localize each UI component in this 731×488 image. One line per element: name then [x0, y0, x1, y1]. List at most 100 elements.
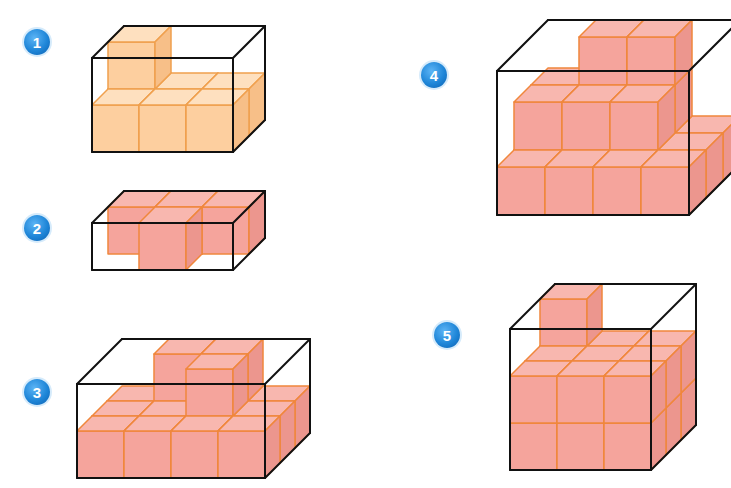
cube-box-figure	[77, 339, 310, 478]
box-edge	[497, 214, 689, 216]
box-edge	[77, 339, 122, 384]
callout-number: 2	[33, 221, 41, 236]
cube-box-figure	[92, 191, 265, 270]
box-edge	[689, 20, 731, 71]
box-edge	[264, 384, 266, 478]
box-edge	[496, 71, 498, 215]
box-edge	[233, 238, 265, 270]
box-edge	[91, 58, 93, 152]
box-edge	[509, 329, 511, 470]
unit-cube-face	[641, 167, 689, 215]
unit-cube-face	[579, 37, 627, 85]
box-edge	[92, 26, 124, 58]
unit-cube-face	[666, 346, 681, 408]
unit-cube-face	[265, 416, 280, 478]
unit-cube-face	[540, 299, 587, 346]
box-edge	[232, 223, 234, 270]
cube-box-figure	[497, 20, 731, 215]
unit-cube-face	[723, 116, 731, 181]
box-edge	[77, 383, 265, 385]
box-edge	[124, 25, 265, 27]
unit-cube-face	[651, 361, 666, 423]
callout-number: 4	[430, 68, 438, 83]
unit-cube-face	[171, 431, 218, 478]
box-edge	[233, 120, 265, 152]
unit-cube-face	[557, 376, 604, 423]
unit-cube-face	[186, 105, 233, 152]
box-edge	[124, 190, 265, 192]
unit-cube-face	[610, 102, 658, 150]
box-edge	[265, 433, 310, 478]
unit-cube-face	[587, 284, 602, 346]
cube-box-figure	[510, 284, 696, 470]
unit-cube-face	[514, 102, 562, 150]
unit-cube-face	[681, 331, 696, 393]
box-edge	[695, 284, 697, 425]
unit-cube-face	[604, 423, 651, 470]
unit-cube-face	[562, 102, 610, 150]
box-edge	[650, 329, 652, 470]
unit-cube-face	[124, 431, 171, 478]
unit-cube-face	[186, 207, 202, 270]
callout-number: 5	[443, 328, 451, 343]
unit-cube-face	[249, 73, 265, 136]
unit-cube-face	[545, 167, 593, 215]
callout-number-badge: 1	[24, 29, 50, 55]
box-edge	[92, 57, 233, 59]
callout-number-badge: 2	[24, 215, 50, 241]
unit-cube-face	[280, 401, 295, 463]
callout-number-badge: 5	[434, 322, 460, 348]
unit-cube-face	[604, 376, 651, 423]
box-edge	[689, 164, 731, 215]
box-edge	[265, 339, 310, 384]
box-edge	[688, 71, 690, 215]
box-edge	[92, 222, 233, 224]
unit-cube-face	[248, 339, 263, 401]
unit-cube-face	[186, 369, 233, 416]
unit-cube-face	[497, 167, 545, 215]
unit-cube-face	[233, 89, 249, 152]
unit-cube-face	[108, 42, 155, 89]
box-edge	[77, 477, 265, 479]
unit-cube-face	[249, 191, 265, 254]
unit-cube-face	[593, 167, 641, 215]
box-edge	[76, 384, 78, 478]
box-edge	[91, 223, 93, 270]
box-edge	[555, 283, 696, 285]
unit-cube-face	[218, 431, 265, 478]
unit-cube-face	[295, 386, 310, 448]
unit-cube-face	[510, 423, 557, 470]
box-edge	[651, 425, 696, 470]
unit-cube-face	[658, 85, 675, 150]
box-edge	[233, 26, 265, 58]
callout-number: 1	[33, 35, 41, 50]
box-edge	[264, 191, 266, 238]
unit-cube-face	[77, 431, 124, 478]
box-edge	[92, 269, 233, 271]
box-edge	[122, 338, 310, 340]
box-edge	[510, 328, 651, 330]
box-edge	[510, 469, 651, 471]
box-edge	[548, 19, 731, 21]
box-edge	[309, 339, 311, 433]
unit-cube-face	[92, 105, 139, 152]
box-edge	[651, 284, 696, 329]
callout-number: 3	[33, 385, 41, 400]
box-edge	[497, 70, 689, 72]
box-edge	[92, 191, 124, 223]
unit-cube-face	[510, 376, 557, 423]
cube-box-figure	[92, 26, 265, 152]
callout-number-badge: 3	[24, 379, 50, 405]
unit-cube-face	[557, 423, 604, 470]
box-edge	[92, 151, 233, 153]
box-edge	[497, 20, 548, 71]
box-edge	[264, 26, 266, 120]
box-edge	[232, 58, 234, 152]
unit-cube-face	[627, 37, 675, 85]
box-edge	[510, 284, 555, 329]
callout-number-badge: 4	[421, 62, 447, 88]
unit-cube-face	[139, 105, 186, 152]
box-edge	[233, 191, 265, 223]
